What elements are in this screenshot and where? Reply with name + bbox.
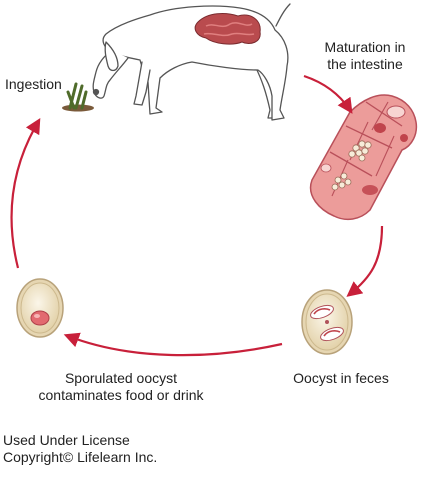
label-sporulated-oocyst: Sporulated oocyst contaminates food or d…: [32, 370, 210, 404]
label-maturation-line2: the intestine: [327, 56, 403, 72]
oocyst-in-feces-icon: [301, 289, 353, 355]
sporulated-oocyst-icon: [16, 278, 64, 338]
cycle-arrow-icon: [10, 74, 384, 357]
intestinal-cells-icon: [309, 94, 418, 221]
label-maturation-line1: Maturation in: [324, 39, 406, 55]
label-ingestion: Ingestion: [5, 76, 62, 93]
license-credit: Used Under License Copyright© Lifelearn …: [3, 432, 157, 466]
copyright-line: Copyright© Lifelearn Inc.: [3, 449, 158, 465]
grass-food-icon: [62, 82, 94, 112]
label-maturation: Maturation in the intestine: [312, 39, 418, 73]
label-sporulated-line2: contaminates food or drink: [38, 387, 204, 403]
label-oocyst-in-feces: Oocyst in feces: [276, 370, 406, 387]
label-oocyst-in-feces-text: Oocyst in feces: [293, 370, 389, 386]
label-sporulated-line1: Sporulated oocyst: [64, 370, 178, 386]
label-ingestion-text: Ingestion: [5, 76, 62, 92]
intestine-organ-icon: [194, 13, 261, 45]
license-line: Used Under License: [3, 432, 130, 448]
dog-illustration: [92, 3, 291, 121]
